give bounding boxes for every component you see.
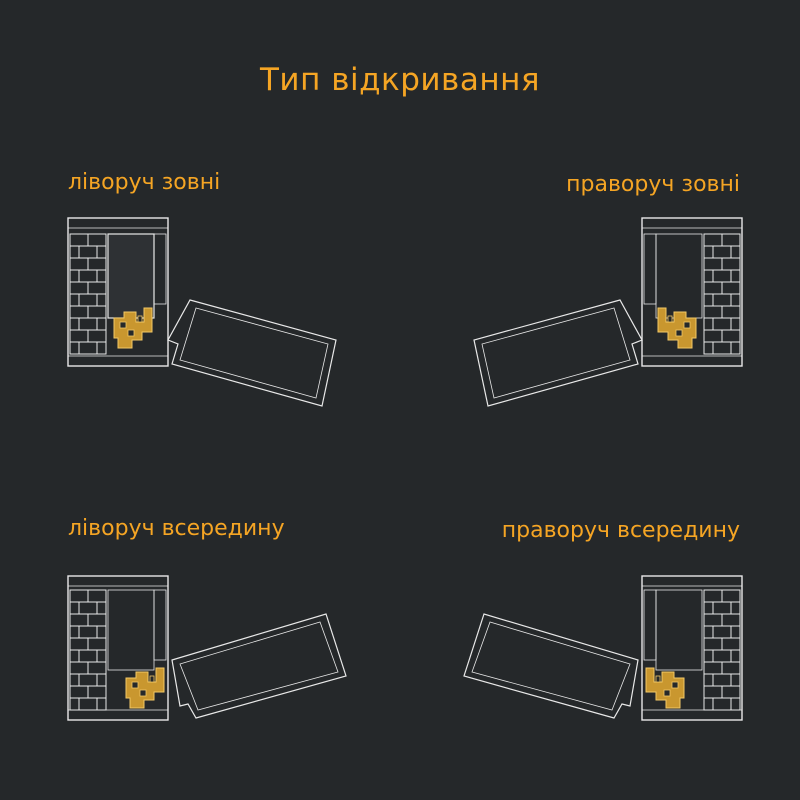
diagram-left-outward — [67, 217, 337, 407]
sash-pane — [171, 613, 347, 719]
label-right-outward: праворуч зовні — [566, 172, 740, 197]
sash-pane — [473, 299, 643, 407]
diagram-right-outward — [473, 217, 743, 407]
label-left-inward: ліворуч всередину — [68, 516, 285, 541]
label-left-outward: ліворуч зовні — [68, 170, 221, 195]
diagram-left-inward — [67, 575, 347, 721]
sash-pane — [167, 299, 337, 407]
page-title: Тип відкривання — [259, 62, 541, 98]
sash-pane — [463, 613, 639, 719]
diagram-right-inward — [463, 575, 743, 721]
label-right-inward: праворуч всередину — [501, 518, 740, 543]
